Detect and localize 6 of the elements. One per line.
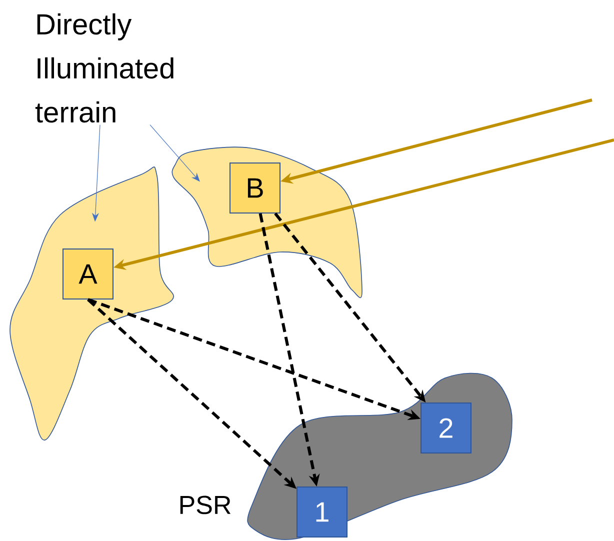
point-box: 1 — [296, 486, 348, 538]
callout-text: Directly Illuminated terrain — [35, 13, 174, 123]
region-label: PSR — [180, 496, 231, 514]
point-box: A — [62, 248, 114, 300]
point-box: B — [230, 162, 280, 214]
point-box: 2 — [420, 402, 472, 454]
